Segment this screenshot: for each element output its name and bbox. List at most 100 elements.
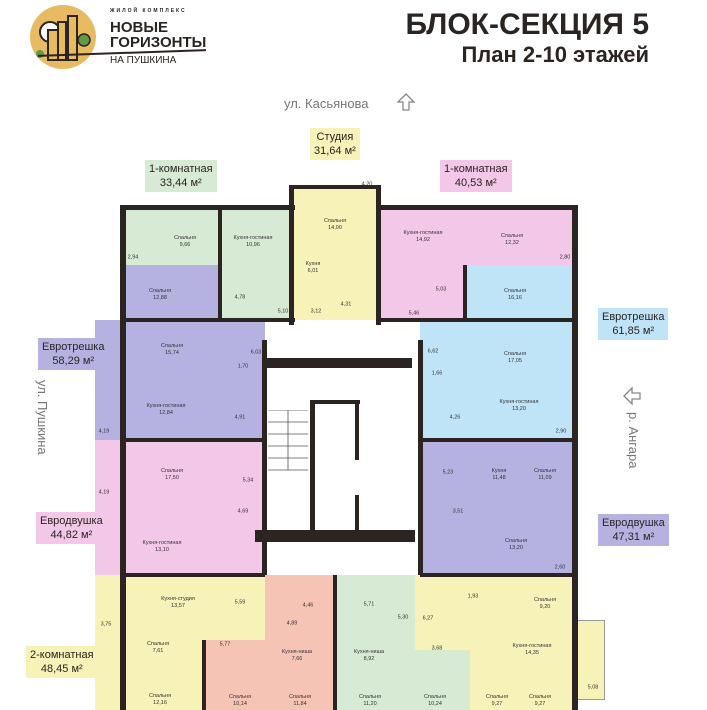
apartment-bottom-right-area[interactable] xyxy=(415,575,575,650)
room-label: 3,12 xyxy=(311,309,322,316)
room-area: 12,32 xyxy=(505,240,519,246)
room-area: 9,27 xyxy=(534,701,546,707)
room-area: 2,94 xyxy=(127,254,139,261)
room-area: 2,90 xyxy=(555,428,567,435)
room-label: 4,91 xyxy=(235,415,246,422)
room-area: 1,66 xyxy=(431,370,443,377)
room-area: 4,26 xyxy=(449,414,461,421)
wall-h1-left xyxy=(120,318,295,322)
balcony-bottom-right xyxy=(575,620,605,700)
room-label: 5,59 xyxy=(235,600,246,607)
room-name: Спальня xyxy=(500,233,524,239)
room-label: 4,19 xyxy=(99,490,110,497)
room-name: Кухня-ниша xyxy=(281,649,313,655)
room-label: 4,69 xyxy=(238,509,249,516)
apartment-bottom-green-area[interactable] xyxy=(335,575,415,710)
wall-inner-2 xyxy=(463,265,467,320)
apt-label-euro2-left[interactable]: Евродвушка 44,82 м² xyxy=(36,512,107,544)
room-area: 5,08 xyxy=(587,684,599,691)
room-area: 5,59 xyxy=(234,599,246,606)
room-label: 5,10 xyxy=(278,309,289,316)
wall-core-right xyxy=(418,340,423,575)
wall-h2-left xyxy=(120,438,265,442)
room-label: 5,03 xyxy=(436,287,447,294)
page-subtitle: План 2-10 этажей xyxy=(461,42,649,67)
room-name: Спальня xyxy=(148,288,172,294)
wall-h1-right xyxy=(378,318,578,322)
room-label: 5,34 xyxy=(243,478,254,485)
room-label: 4,89 xyxy=(287,621,298,628)
room-label: 1,70 xyxy=(238,364,249,371)
room-area: 11,48 xyxy=(492,475,506,481)
room-area: 4,91 xyxy=(234,414,246,421)
room-area: 8,92 xyxy=(363,656,375,662)
apartment-studio-area[interactable] xyxy=(293,188,379,320)
room-label: 4,46 xyxy=(303,603,314,610)
apartment-bottom-green-bed xyxy=(415,650,470,710)
apt-type: 1-комнатная xyxy=(149,163,213,175)
room-area: 3,68 xyxy=(431,645,443,652)
room-label: 6,27 xyxy=(423,616,434,623)
logo-line1: НОВЫЕ xyxy=(110,19,169,36)
room-area: 5,10 xyxy=(277,308,289,315)
apartment-1room-right-area[interactable] xyxy=(379,208,575,265)
arrow-up-icon xyxy=(396,93,416,111)
room-name: Спальня xyxy=(228,694,252,700)
apt-area: 44,82 м² xyxy=(50,529,93,541)
room-area: 13,10 xyxy=(155,547,169,553)
wall-studio-left xyxy=(289,185,294,325)
room-area: 5,34 xyxy=(242,477,254,484)
apartment-1room-right-hall xyxy=(379,265,465,320)
apartment-euro2-right-area[interactable] xyxy=(420,440,575,575)
room-area: 12,88 xyxy=(153,295,167,301)
room-name: Кухня-гостиная xyxy=(512,643,552,649)
room-area: 5,77 xyxy=(219,641,231,648)
room-area: 14,92 xyxy=(416,237,430,243)
apartment-euro3-left-bed xyxy=(122,265,220,320)
room-name: Спальня xyxy=(323,218,347,224)
room-name: Спальня xyxy=(503,351,527,357)
apt-type: Евродвушка xyxy=(40,515,103,527)
room-area: 4,78 xyxy=(234,294,246,301)
room-area: 2,60 xyxy=(554,564,566,571)
apartment-bottom-salmon-area[interactable] xyxy=(265,575,335,710)
wall-studio-right xyxy=(376,185,381,325)
apartment-euro3-right-area[interactable] xyxy=(420,320,575,440)
logo-line3: НА ПУШКИНА xyxy=(110,55,177,66)
room-label: 2,80 xyxy=(560,255,571,262)
room-name: Спальня xyxy=(423,694,447,700)
room-name: Спальня xyxy=(528,694,552,700)
room-label: 3,68 xyxy=(432,646,443,653)
room-area: 10,96 xyxy=(246,242,260,248)
room-name: Кухня-гостиная xyxy=(142,540,182,546)
apt-type: 2-комнатная xyxy=(30,649,94,661)
street-left-label: ул. Пушкина xyxy=(35,380,50,455)
room-name: Кухня-гостиная xyxy=(233,235,273,241)
room-area: 11,20 xyxy=(363,701,377,707)
room-name: Спальня xyxy=(160,343,184,349)
wall-h2-right xyxy=(420,438,578,442)
room-area: 15,74 xyxy=(165,350,179,356)
room-area: 11,09 xyxy=(538,475,552,481)
